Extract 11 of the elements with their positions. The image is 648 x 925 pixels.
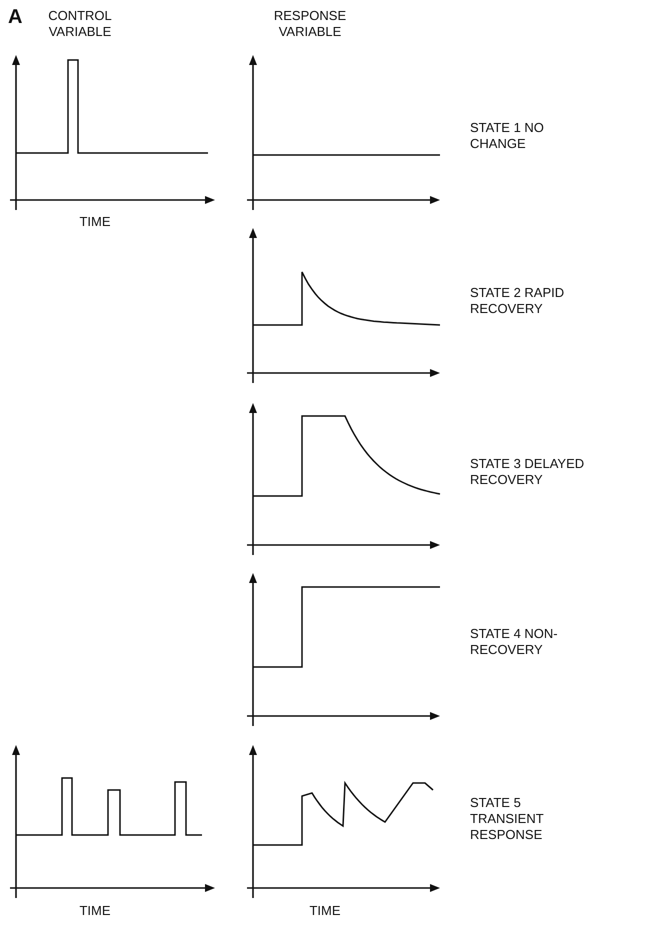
- state-label: STATE 3 DELAYED RECOVERY: [470, 456, 586, 488]
- column-heading: CONTROL VARIABLE: [47, 8, 113, 40]
- column-heading: RESPONSE VARIABLE: [272, 8, 348, 40]
- axis-label: TIME: [78, 214, 112, 230]
- panel-letter: A: [8, 6, 22, 28]
- axis-label: TIME: [308, 903, 342, 919]
- state-label: STATE 4 NON-RECOVERY: [470, 626, 559, 658]
- axis-label: TIME: [78, 903, 112, 919]
- state-label: STATE 5 TRANSIENT RESPONSE: [470, 795, 544, 843]
- state-label: STATE 2 RAPID RECOVERY: [470, 285, 566, 317]
- state-label: STATE 1 NO CHANGE: [470, 120, 545, 152]
